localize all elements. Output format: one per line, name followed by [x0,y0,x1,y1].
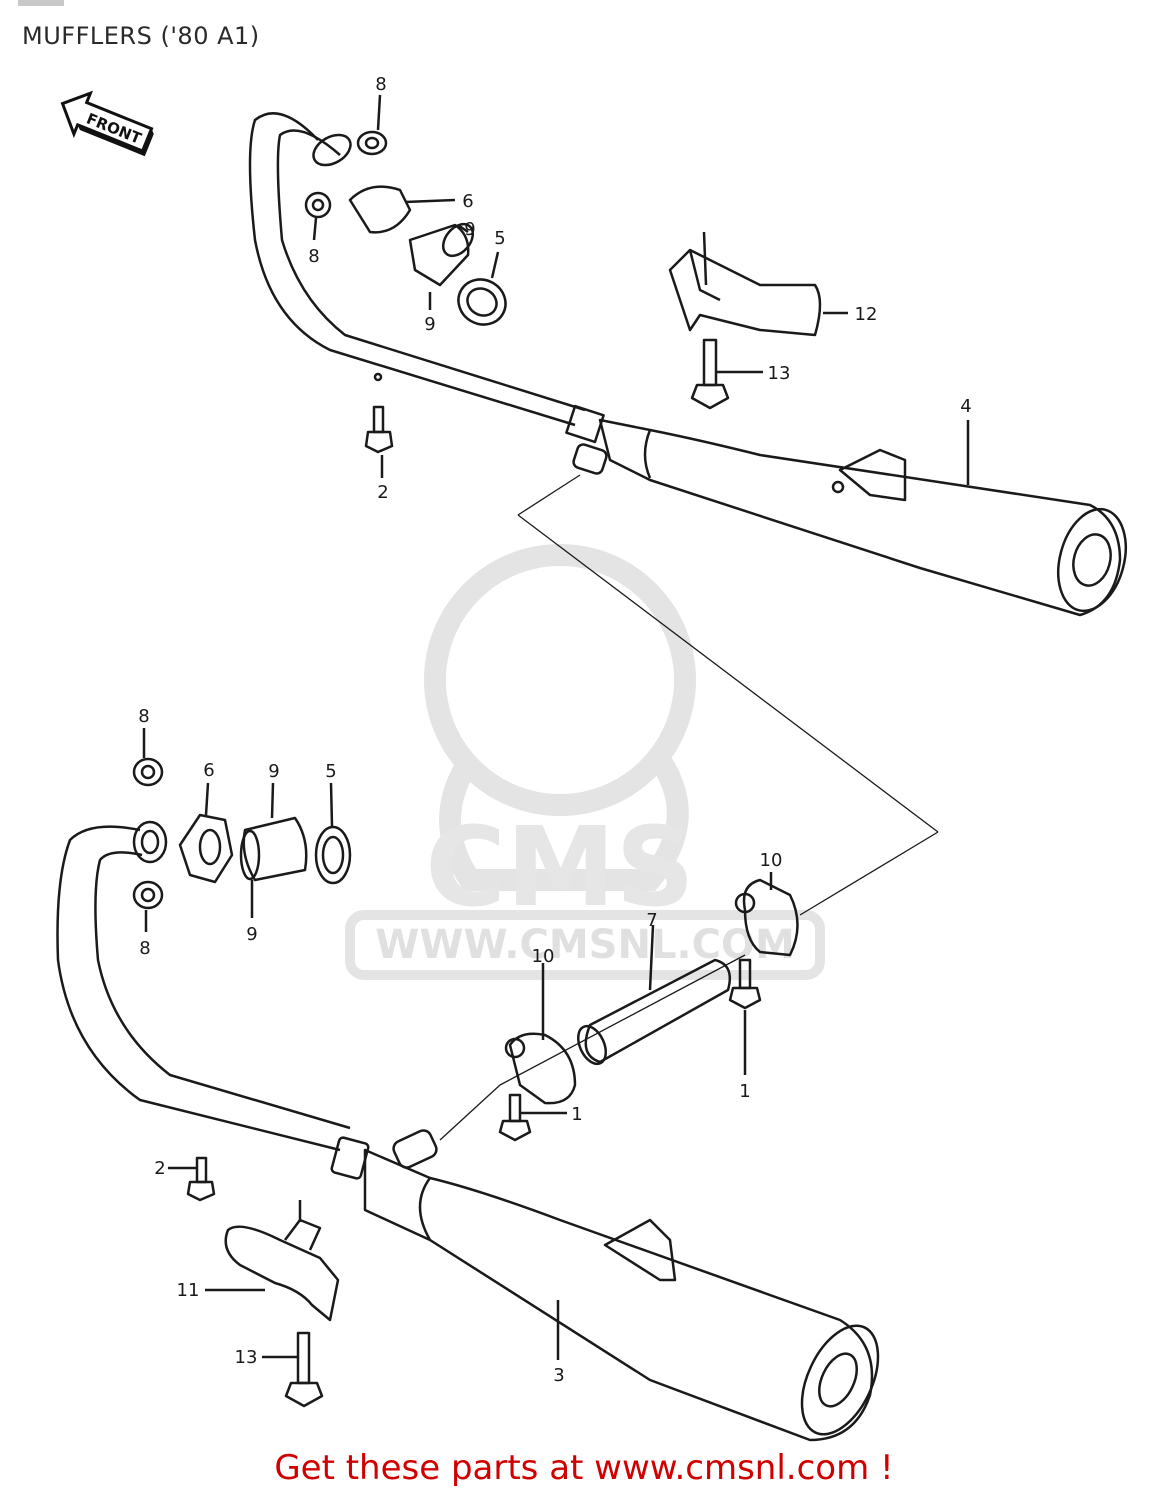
callout-lower-8b: 8 [139,938,150,959]
upper-joint-collar [565,404,605,444]
lower-bolt-13-head [284,1381,324,1408]
bolt-1-right-head [728,986,762,1010]
bolt-1-left-head [498,1119,532,1142]
upper-bolt-13-head [690,383,730,410]
clamp-10-right [742,878,799,957]
callout-lower-9b: 9 [246,924,257,945]
lower-grommet-bottom [132,880,164,910]
callout-lower-6: 6 [203,760,214,781]
callout-lower-8a: 8 [138,706,149,727]
callout-upper-2: 2 [377,482,388,503]
upper-bolt-2-head [364,430,394,454]
lower-muffler-assembly [56,728,880,1442]
top-edge-mark [18,0,64,6]
lower-bolt-2 [195,1156,208,1184]
upper-muffler-outlet [1057,507,1127,613]
callout-upper-4: 4 [960,396,971,417]
watermark-head-icon [424,544,696,816]
upper-muffler-bracket [838,448,907,502]
upper-bolt-2 [372,405,385,434]
callout-upper-8a: 8 [375,74,386,95]
lower-joint-collar [330,1136,370,1180]
lower-flange [178,813,234,884]
lower-bolt-2-head [186,1180,216,1202]
callout-lower-1a: 1 [739,1081,750,1102]
lower-gasket [314,825,352,885]
callout-upper-5: 5 [494,228,505,249]
lower-grommet-top [132,757,164,787]
callout-upper-6: 6 [462,191,473,212]
footer-promo-link[interactable]: Get these parts at www.cmsnl.com ! [274,1448,894,1488]
lower-muffler-bracket [603,1218,677,1282]
upper-grommet-bottom [304,191,332,219]
lower-callouts: 8 6 9 5 8 9 10 7 10 1 1 2 11 13 3 [138,706,782,1386]
lower-clamp-stub [392,1129,438,1169]
connection-lines [439,474,939,1141]
callout-lower-1b: 1 [571,1104,582,1125]
callout-lower-11: 11 [177,1280,200,1301]
watermark-body-icon [439,753,689,891]
callout-lower-3: 3 [553,1365,564,1386]
callout-lower-13: 13 [235,1347,258,1368]
bolt-1-left [508,1093,522,1123]
upper-exhaust-pipe [248,112,576,427]
lower-muffler-body [363,1148,874,1442]
page-title: MUFFLERS ('80 A1) [22,22,260,50]
callout-lower-5: 5 [325,761,336,782]
connector-tube-7 [584,958,732,1064]
upper-bolt-13 [702,338,718,387]
clamp-10-left [508,1032,577,1105]
callout-lower-7: 7 [646,910,657,931]
lower-bolt-13 [296,1331,311,1385]
callout-upper-9a: 9 [464,219,475,240]
callout-upper-13: 13 [768,363,791,384]
upper-grommet-top [356,130,388,156]
upper-heat-shield [668,248,822,337]
callout-upper-12: 12 [855,304,878,325]
watermark-logo: CMS WWW.CMSNL.COM [345,544,825,980]
upper-muffler-assembly [248,94,1127,617]
watermark-url: WWW.CMSNL.COM [375,922,795,968]
lower-muffler-outlet [800,1324,880,1436]
upper-flange [348,185,412,234]
callout-upper-9b: 9 [424,314,435,335]
lower-heat-shield [224,1225,340,1322]
upper-muffler-body [598,418,1122,617]
callout-upper-8b: 8 [308,246,319,267]
upper-pipe-flange-end [312,133,352,167]
callout-lower-10b: 10 [532,946,555,967]
lower-pipe-flange-end [132,820,168,864]
upper-clamp-stub [572,443,608,475]
lower-exhaust-pipe [56,825,341,1152]
callout-lower-9a: 9 [268,761,279,782]
upper-callouts: 8 6 8 9 5 9 12 13 4 2 [308,74,971,503]
lower-collar [242,816,308,882]
callout-lower-2: 2 [154,1158,165,1179]
upper-gasket [457,278,507,326]
callout-lower-10a: 10 [760,850,783,871]
watermark-brand: CMS [425,803,694,931]
front-arrow-icon: FRONT [60,90,154,157]
